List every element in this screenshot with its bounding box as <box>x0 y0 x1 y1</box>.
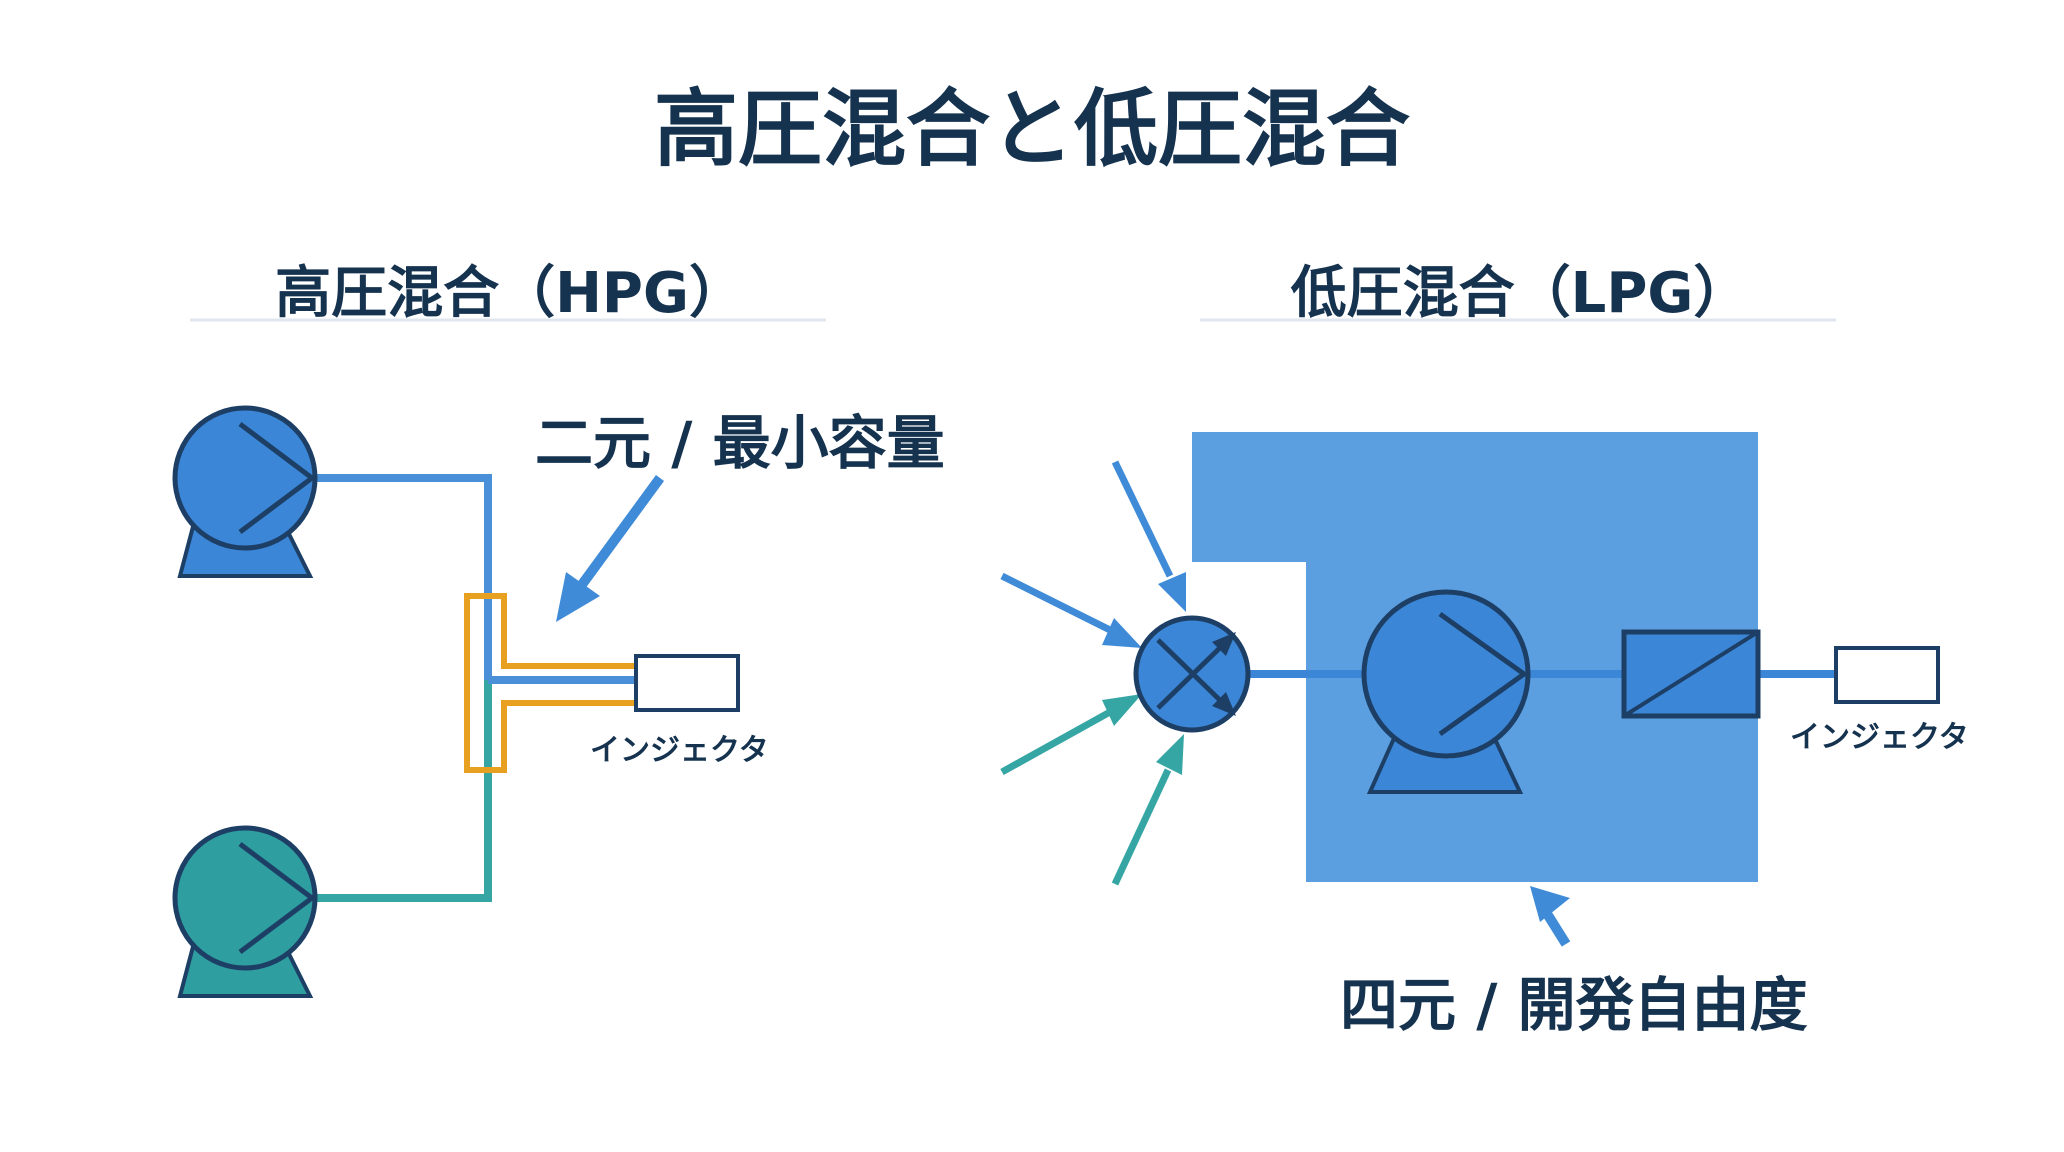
lpg-inlet-arrow-1 <box>1111 460 1186 612</box>
lpg-section-title: 低圧混合（LPG） <box>1290 261 1750 326</box>
hpg-callout-label: 二元 / 最小容量 <box>535 409 945 477</box>
page-title: 高圧混合と低圧混合 <box>653 80 1410 178</box>
lpg-proportioning-valve <box>1133 615 1251 733</box>
lpg-inlet-arrow-4 <box>1111 734 1184 886</box>
lpg-pump <box>1361 589 1531 794</box>
lpg-injector <box>1834 646 1940 704</box>
lpg-injector-label: インジェクタ <box>1790 720 1969 755</box>
lpg-filter <box>1621 629 1761 719</box>
hpg-pump-b <box>172 825 318 998</box>
hpg-pipe-teal <box>312 680 492 902</box>
hpg-pipe-blue <box>312 474 492 680</box>
hpg-injector <box>634 654 740 712</box>
lpg-callout-arrow <box>1530 886 1571 947</box>
hpg-pump-a <box>172 405 318 578</box>
lpg-inlet-arrow-3 <box>1000 694 1142 776</box>
hpg-section-title: 高圧混合（HPG） <box>275 261 745 326</box>
hpg-injector-label: インジェクタ <box>590 733 769 768</box>
lpg-callout-label: 四元 / 開発自由度 <box>1340 971 1808 1039</box>
hpg-callout-arrow <box>556 475 665 622</box>
lpg-inlet-arrow-2 <box>1000 572 1142 648</box>
